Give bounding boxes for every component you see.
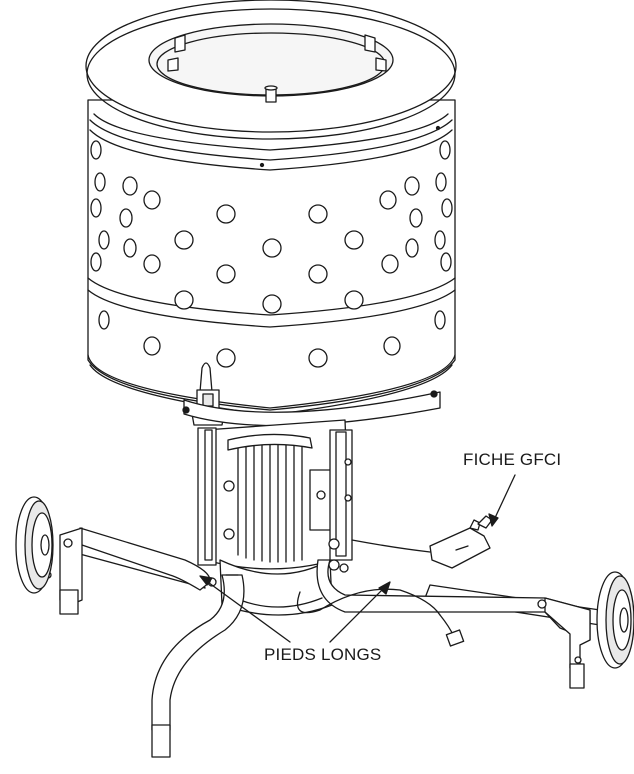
long-legs-label: PIEDS LONGS — [264, 645, 382, 664]
cord-strain-relief — [446, 630, 463, 646]
left-wheel — [16, 497, 53, 593]
long-leg-right — [317, 560, 590, 688]
motor — [205, 420, 350, 615]
drum-holes — [91, 141, 452, 367]
gfci-plug — [430, 516, 492, 568]
plucker-drum — [86, 0, 456, 415]
front-center-leg — [152, 575, 244, 757]
long-leg-left — [45, 528, 210, 614]
leader-lines — [200, 475, 515, 642]
frame-posts — [198, 428, 352, 586]
right-wheel — [597, 572, 634, 668]
gfci-plug-label: FICHE GFCI — [463, 450, 562, 469]
